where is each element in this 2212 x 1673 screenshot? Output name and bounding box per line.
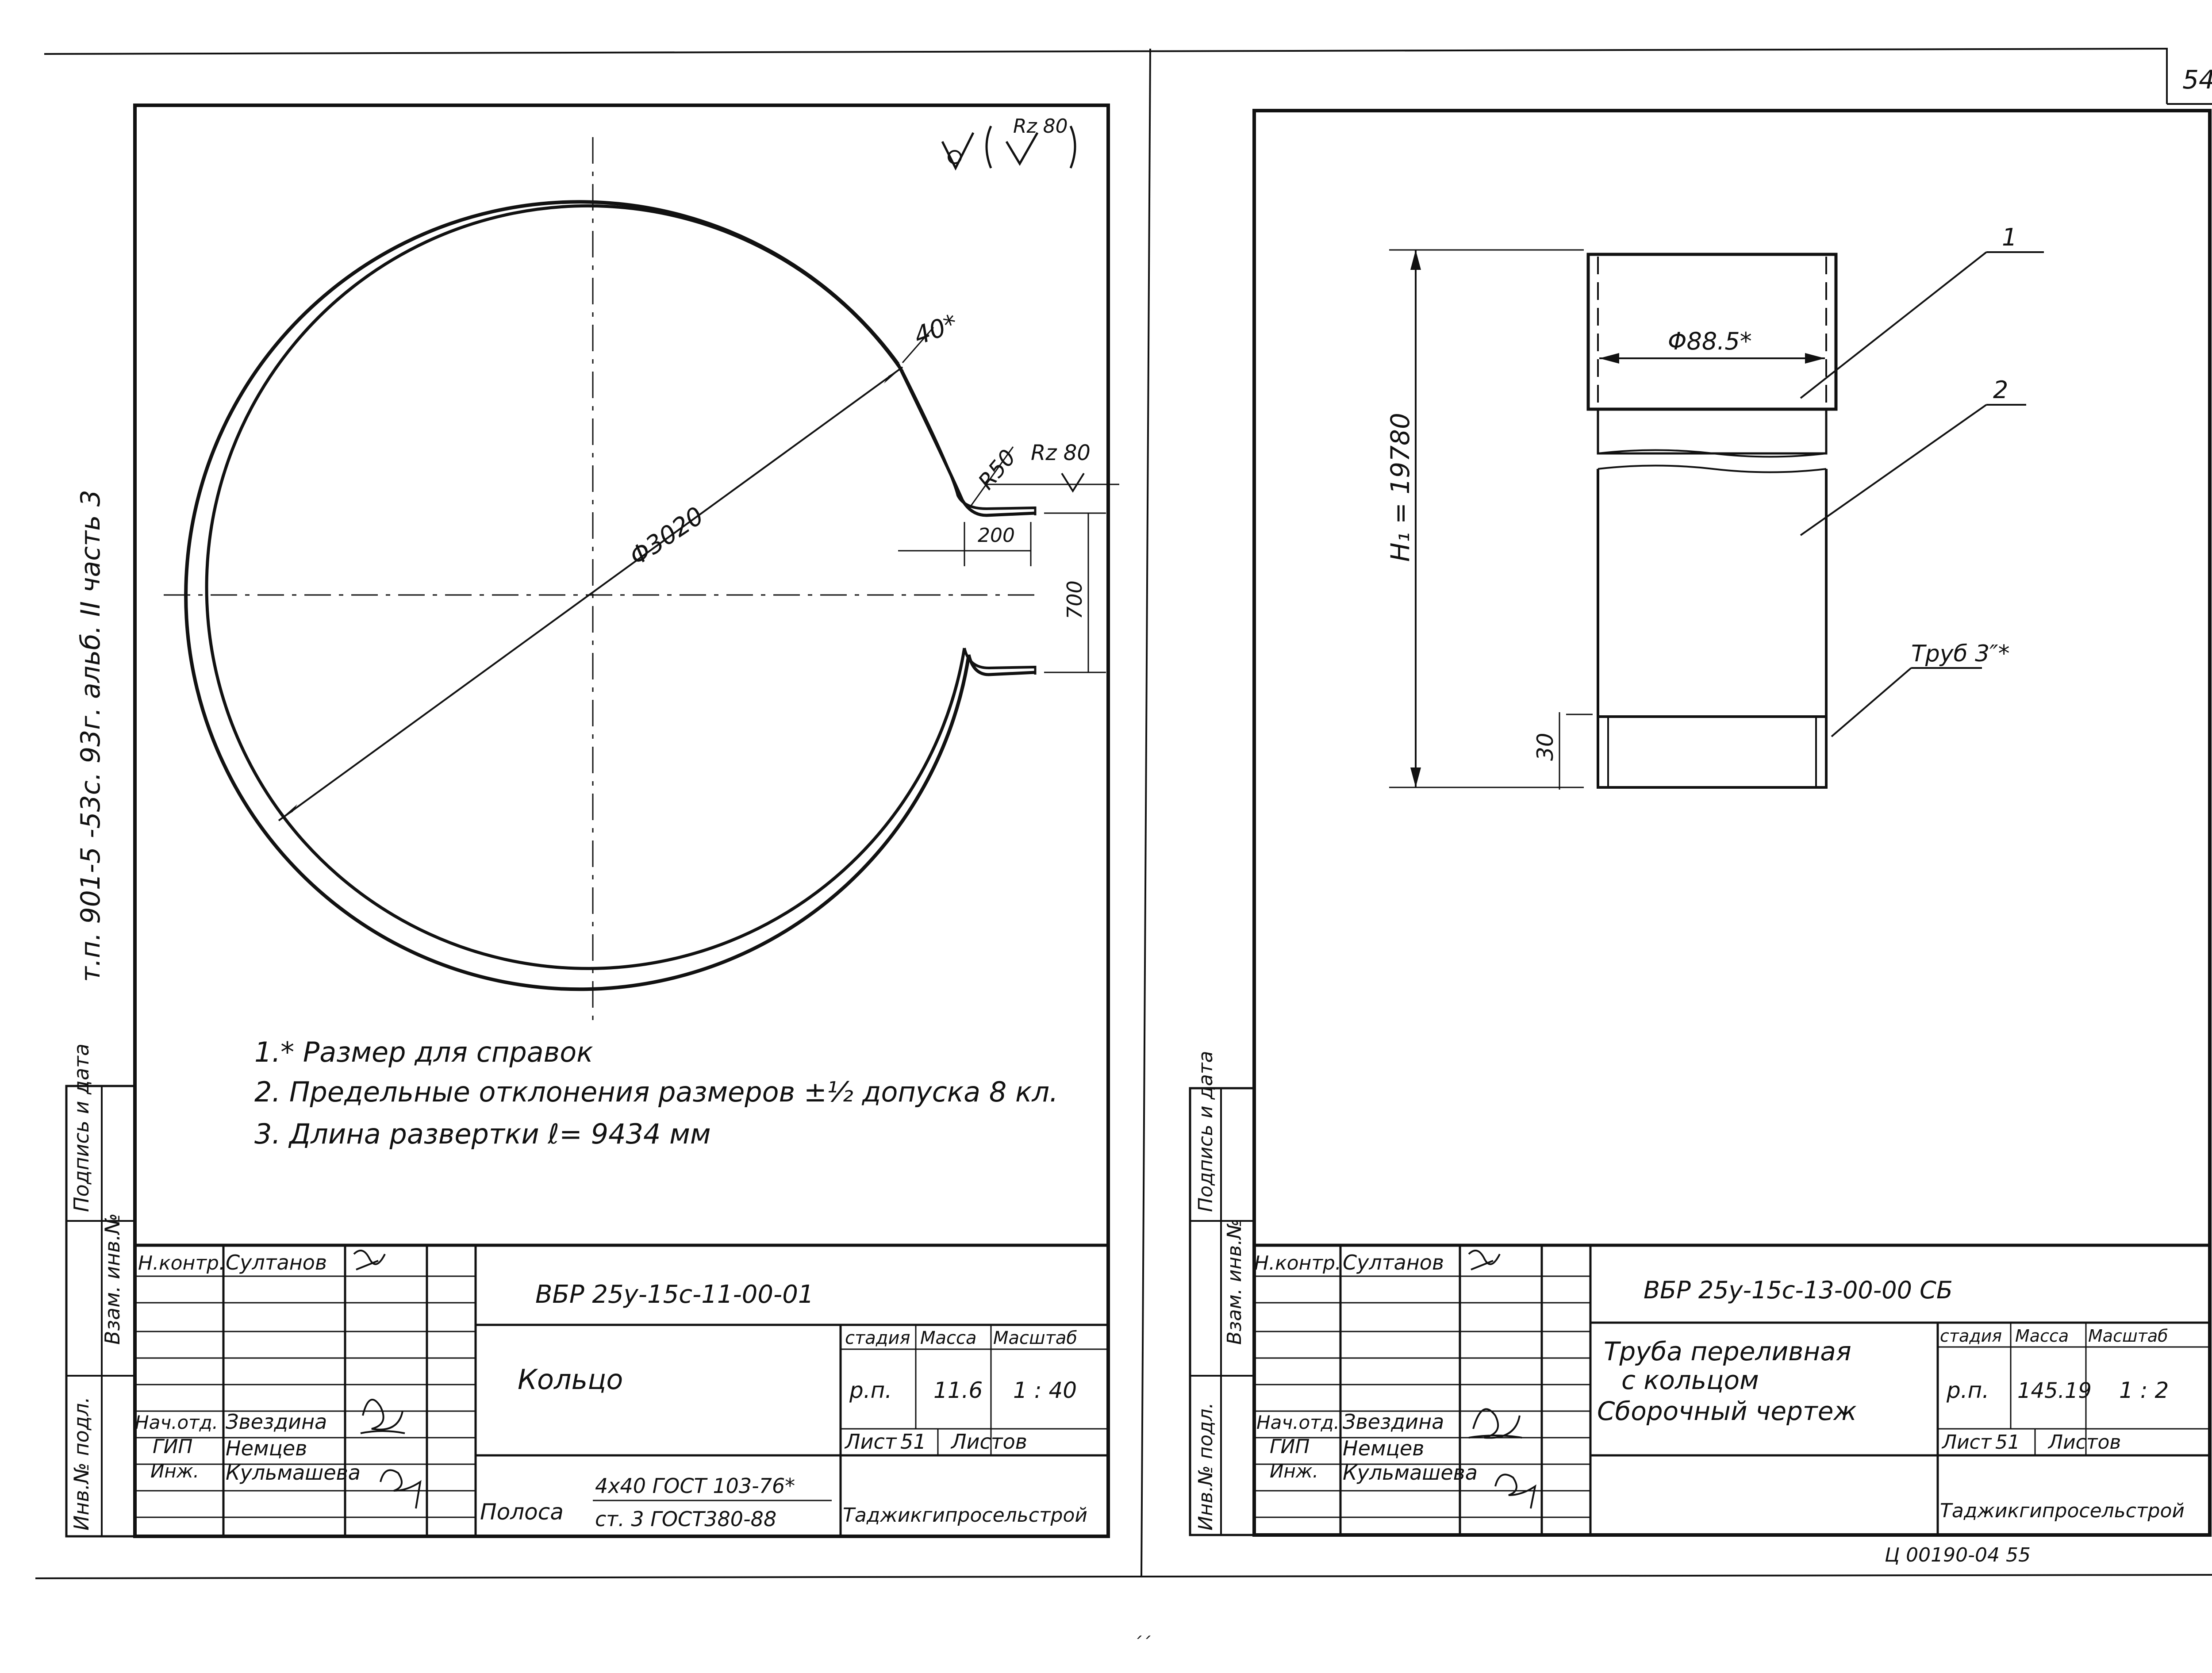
right-frame bbox=[1252, 109, 2212, 1537]
ring-inner bbox=[205, 204, 966, 970]
left-frame bbox=[133, 104, 1110, 1538]
top-trim-line bbox=[44, 48, 2168, 55]
organization: Таджикгипросельстрой bbox=[843, 1504, 1087, 1527]
r-role-engineer: Инж. bbox=[1270, 1460, 1318, 1482]
r-name-normcontrol: Султанов bbox=[1343, 1251, 1444, 1274]
signature-r1 bbox=[1468, 1250, 1501, 1270]
role-gip: ГИП bbox=[153, 1435, 193, 1458]
pipe-spec-label: Труб 3″* bbox=[1911, 641, 2010, 667]
gap-roughness-label: Rz 80 bbox=[1031, 441, 1091, 465]
role-head-dept: Нач.отд. bbox=[135, 1412, 218, 1433]
ring-drawing: Φ3020 40* R50 Rz 80 200 700 bbox=[164, 137, 1119, 1026]
role-normcontrol: Н.контр. bbox=[138, 1252, 225, 1274]
signature-3 bbox=[380, 1469, 422, 1509]
right-side-label-1: Взам. инв.№ bbox=[1223, 1219, 1246, 1345]
r-drawing-name-2: с кольцом bbox=[1621, 1365, 1759, 1395]
signature-r3 bbox=[1494, 1473, 1536, 1509]
drawing-code: ВБР 25у-15с-11-00-01 bbox=[535, 1280, 814, 1309]
left-side-caption: т.п. 901-5 -53с. 93г. альб. II часть 3 bbox=[75, 490, 106, 982]
material-line-1: 4х40 ГОСТ 103-76* bbox=[595, 1474, 795, 1498]
scale-value: 1 : 40 bbox=[1013, 1378, 1077, 1403]
r-name-engineer: Кульмашева bbox=[1343, 1461, 1478, 1485]
r-stage-value: р.п. bbox=[1946, 1378, 1989, 1403]
ring-outer bbox=[184, 200, 971, 991]
center-fold-line bbox=[1141, 48, 1151, 1577]
bottom-trim-line bbox=[35, 1574, 2212, 1579]
diameter-label: Φ3020 bbox=[624, 501, 709, 571]
leader-3 bbox=[1831, 667, 1912, 737]
right-sheet: Взам. инв.№ Подпись и дата Инв.№ подл. Φ… bbox=[1189, 109, 2212, 1566]
bottom-mark: ´´ bbox=[1133, 1634, 1151, 1654]
name-gip: Немцев bbox=[226, 1436, 307, 1460]
right-side-label-3: Инв.№ подл. bbox=[1194, 1402, 1217, 1531]
height-label: H₁ = 19780 bbox=[1385, 413, 1415, 562]
left-side-label-3: Инв.№ подл. bbox=[69, 1397, 93, 1531]
r-mass-value: 145.19 bbox=[2017, 1378, 2092, 1403]
leader-1-label: 1 bbox=[2002, 223, 2017, 251]
r-mass-header: Масса bbox=[2015, 1326, 2069, 1346]
lower-pipe bbox=[1598, 464, 1827, 473]
leader-1 bbox=[1800, 251, 1987, 399]
r-role-head-dept: Нач.отд. bbox=[1256, 1412, 1340, 1433]
r-stage-header: стадия bbox=[1940, 1326, 2002, 1346]
left-title-block: Н.контр. Султанов Нач.отд. Звездина ГИП … bbox=[133, 1243, 1110, 1538]
bottom-dimension-label: 30 bbox=[1532, 733, 1558, 761]
drawing-name: Кольцо bbox=[518, 1363, 623, 1396]
left-side-label-1: Взам. инв.№ bbox=[100, 1213, 124, 1345]
r-drawing-name-1: Труба переливная bbox=[1604, 1336, 1851, 1366]
diameter-line bbox=[278, 366, 903, 821]
radius-label: R50 bbox=[973, 445, 1021, 495]
right-title-block: Н.контр. Султанов Нач.отд. Звездина ГИП … bbox=[1252, 1243, 2212, 1537]
sheets-label: Листов bbox=[950, 1430, 1027, 1454]
left-side-label-2: Подпись и дата bbox=[69, 1044, 93, 1212]
name-head-dept: Звездина bbox=[226, 1410, 327, 1434]
pipe-diameter-label: Φ88.5* bbox=[1668, 327, 1752, 355]
r-drawing-name-3: Сборочный чертеж bbox=[1597, 1396, 1857, 1426]
surface-mark: Rz 80 bbox=[941, 115, 1076, 171]
gap-upper-edge bbox=[896, 363, 1036, 517]
mass-value: 11.6 bbox=[933, 1378, 983, 1403]
gap-lower-edge bbox=[967, 654, 1036, 676]
r-name-gip: Немцев bbox=[1343, 1436, 1424, 1460]
footer-note: Ц 00190-04 55 bbox=[1885, 1544, 2031, 1566]
material-line-2: ст. 3 ГОСТ380-88 bbox=[595, 1507, 776, 1531]
r-name-head-dept: Звездина bbox=[1343, 1410, 1444, 1434]
gap-width-label: 200 bbox=[978, 524, 1015, 547]
role-engineer: Инж. bbox=[150, 1460, 199, 1482]
signature-r2 bbox=[1468, 1408, 1522, 1439]
note-1: 1.* Размер для справок bbox=[254, 1036, 593, 1068]
note-2: 2. Предельные отклонения размеров ±½ доп… bbox=[254, 1076, 1058, 1108]
gap-height-label: 700 bbox=[1063, 580, 1087, 619]
scale-header: Масштаб bbox=[993, 1328, 1077, 1348]
r-role-gip: ГИП bbox=[1270, 1435, 1310, 1458]
r-drawing-code: ВБР 25у-15с-13-00-00 СБ bbox=[1644, 1276, 1953, 1304]
material-label: Полоса bbox=[480, 1499, 564, 1525]
r-sheet-label: Лист bbox=[1941, 1431, 1992, 1454]
stage-header: стадия bbox=[845, 1328, 910, 1348]
band-dimension: 40* bbox=[910, 309, 962, 351]
signature-2 bbox=[360, 1399, 405, 1434]
signature-1 bbox=[353, 1250, 386, 1270]
leader-2 bbox=[1800, 404, 1987, 536]
stage-value: р.п. bbox=[849, 1378, 892, 1403]
note-3: 3. Длина развертки ℓ= 9434 мм bbox=[254, 1118, 711, 1150]
page-number: 54 bbox=[2182, 65, 2212, 95]
surface-mark-text: Rz 80 bbox=[1013, 115, 1068, 138]
r-scale-value: 1 : 2 bbox=[2119, 1378, 2169, 1403]
sheet-label: Лист bbox=[844, 1430, 897, 1454]
r-sheets-label: Листов bbox=[2047, 1431, 2121, 1454]
sheet-number: 51 bbox=[900, 1430, 926, 1454]
pipe-assembly: Φ88.5* H₁ = 19780 30 1 2 Труб 3″* bbox=[1385, 223, 2044, 790]
name-engineer: Кульмашева bbox=[226, 1461, 361, 1485]
r-sheet-number: 51 bbox=[1995, 1431, 2020, 1454]
leader-2-label: 2 bbox=[1993, 376, 2008, 404]
left-sheet: Взам. инв.№ Подпись и дата Инв.№ подл. т… bbox=[65, 104, 1119, 1538]
r-role-normcontrol: Н.контр. bbox=[1254, 1252, 1341, 1274]
right-side-label-2: Подпись и дата bbox=[1194, 1051, 1217, 1212]
r-scale-header: Масштаб bbox=[2088, 1326, 2168, 1346]
r-organization: Таджикгипросельстрой bbox=[1940, 1500, 2185, 1522]
mass-header: Масса bbox=[920, 1328, 977, 1348]
name-normcontrol: Султанов bbox=[226, 1251, 327, 1274]
